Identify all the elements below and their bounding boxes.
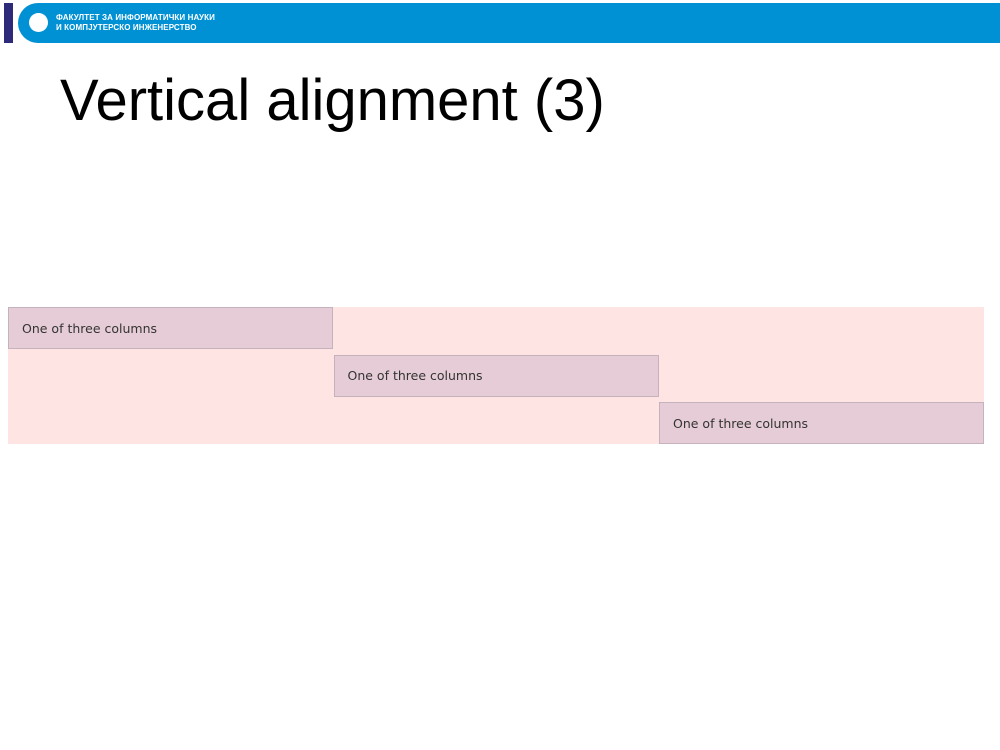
column-aligned-end: One of three columns	[659, 402, 984, 444]
header-band	[18, 3, 1000, 43]
column-label: One of three columns	[347, 368, 483, 383]
column-aligned-center: One of three columns	[333, 354, 659, 397]
faculty-name: ФАКУЛТЕТ ЗА ИНФОРМАТИЧКИ НАУКИ И КОМПЈУТ…	[56, 13, 215, 33]
slide-title: Vertical alignment (3)	[60, 68, 605, 133]
column-aligned-start: One of three columns	[8, 307, 333, 349]
header-accent-bar	[4, 3, 13, 43]
column-label: One of three columns	[22, 320, 158, 336]
demo-row: One of three columns One of three column…	[8, 307, 984, 444]
faculty-logo-icon	[29, 13, 48, 32]
column-label: One of three columns	[673, 415, 809, 431]
faculty-name-line-1: ФАКУЛТЕТ ЗА ИНФОРМАТИЧКИ НАУКИ	[56, 13, 215, 22]
faculty-name-line-2: И КОМПЈУТЕРСКО ИНЖЕНЕРСТВО	[56, 23, 197, 32]
